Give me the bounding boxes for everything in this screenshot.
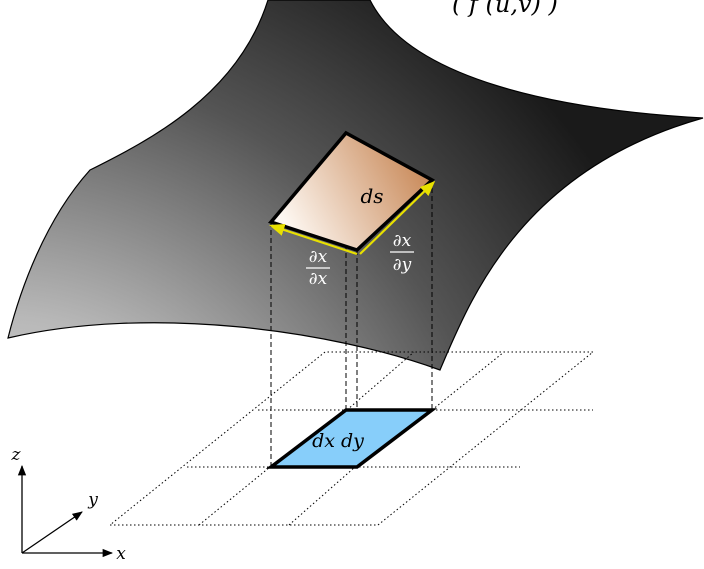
svg-text:∂x: ∂x [393, 231, 412, 251]
tangent-vector-x [269, 224, 358, 256]
coordinate-axes [17, 464, 114, 558]
surface-function-label: ( f (u,v) ) [452, 0, 558, 18]
z-axis-label: z [11, 445, 22, 465]
partial-y-label: ∂x ∂y [390, 231, 414, 275]
tangent-vector-y [359, 180, 436, 255]
y-axis-label: y [87, 490, 98, 510]
domain-patch [265, 408, 438, 469]
domain-element-label: dx dy [312, 430, 364, 452]
svg-text:∂x: ∂x [309, 247, 328, 267]
surface-element-label: ds [360, 184, 383, 208]
domain-grid [109, 351, 594, 526]
surface-patch [267, 130, 435, 252]
x-axis-label: x [116, 544, 126, 564]
partial-x-label: ∂x ∂x [306, 247, 330, 289]
svg-text:∂x: ∂x [309, 269, 328, 289]
svg-text:∂y: ∂y [393, 255, 412, 275]
